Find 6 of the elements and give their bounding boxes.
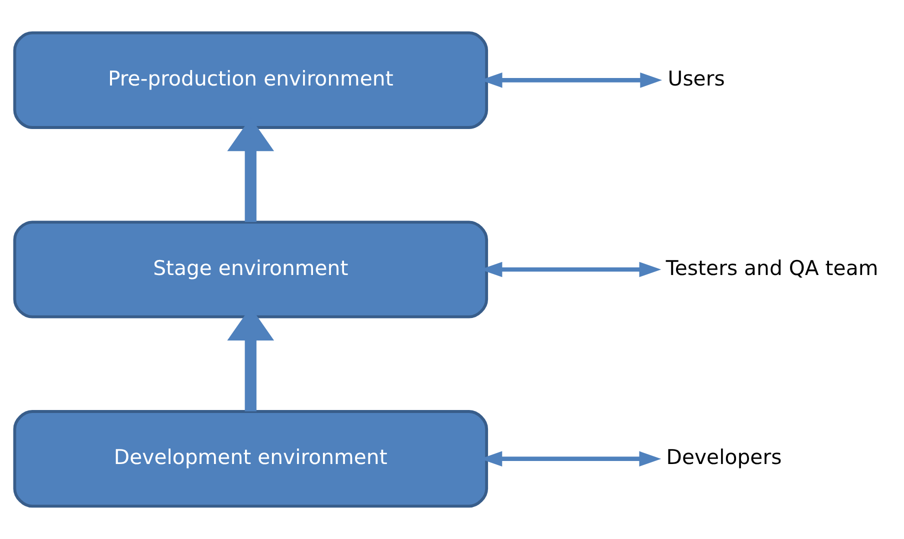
node-text: Testers and QA team <box>666 256 878 280</box>
node-text: Developers <box>666 445 782 470</box>
node-text: Users <box>668 66 725 91</box>
node-box: Stage environment <box>13 220 488 318</box>
node-box: Development environment <box>13 410 488 508</box>
node-box: Pre-production environment <box>13 31 488 129</box>
